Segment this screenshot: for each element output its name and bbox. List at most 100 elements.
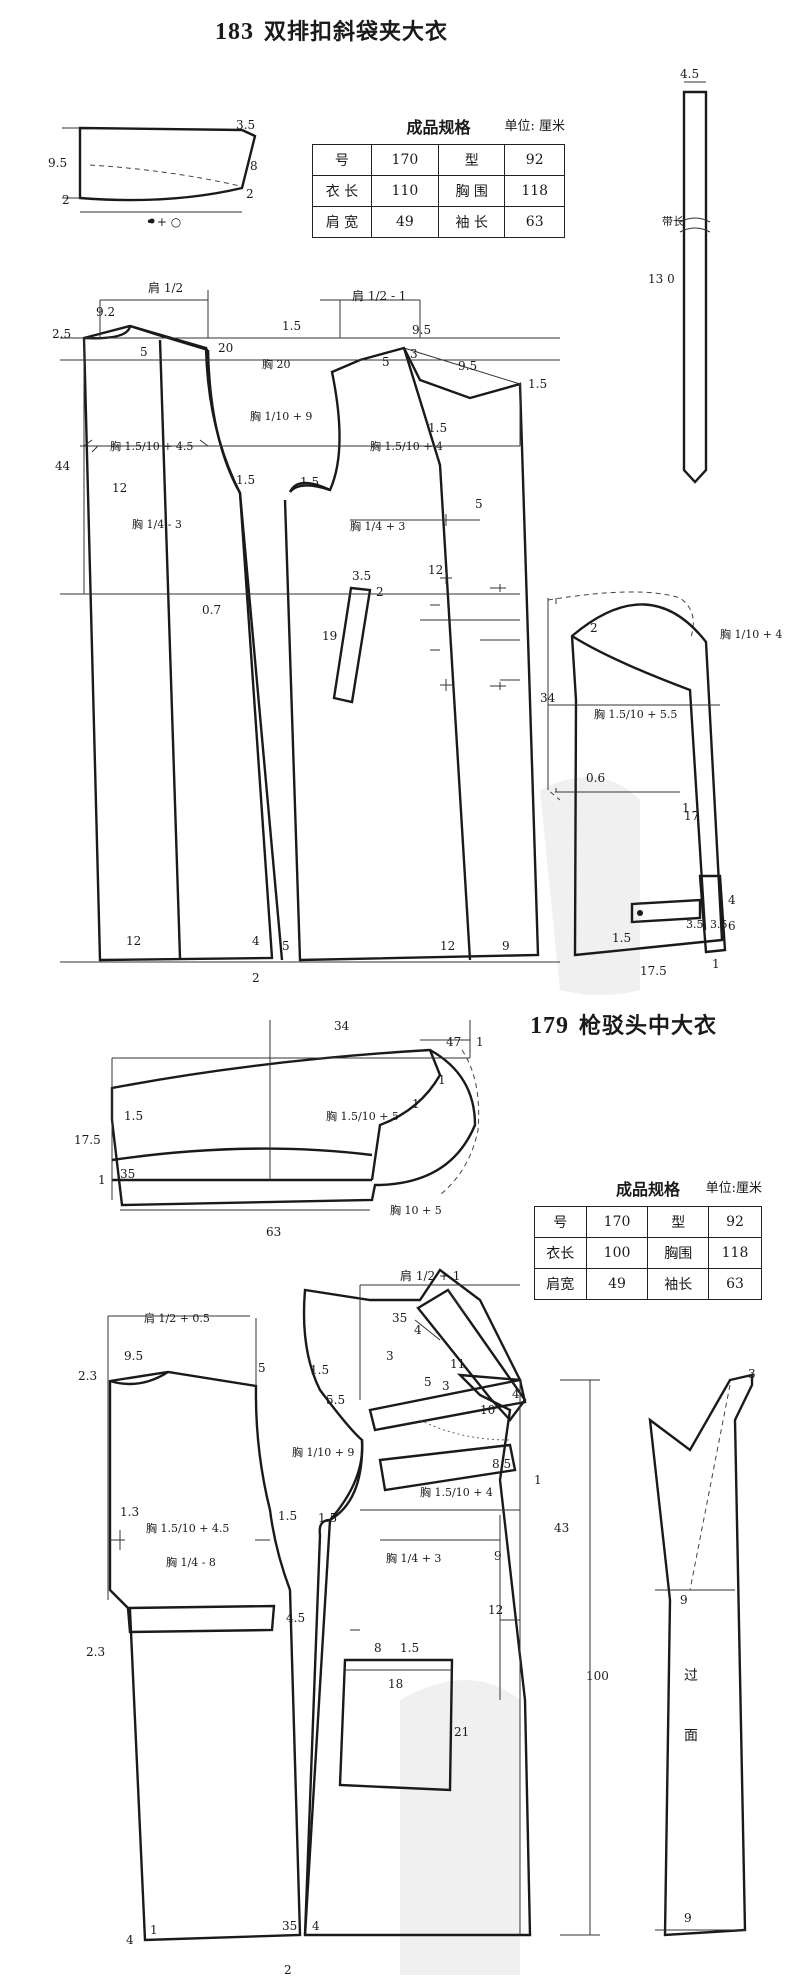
measure-label: 3 xyxy=(386,1349,394,1363)
measure-label: 3.5 xyxy=(236,118,255,132)
measure-label: 5 xyxy=(282,939,290,953)
measure-label: 1 xyxy=(438,1073,446,1087)
measure-label: 9.5 xyxy=(48,156,67,170)
measure-label: 2.5 xyxy=(52,327,71,341)
measure-label: 胸 1.5/10 + 5.5 xyxy=(594,707,677,721)
measure-label: 13 0 xyxy=(648,272,675,286)
measure-label: 4 xyxy=(126,1933,134,1947)
measure-label: 2 xyxy=(62,193,70,207)
measure-label: 胸 10 + 5 xyxy=(390,1203,442,1217)
measure-label: 63 xyxy=(266,1225,281,1239)
measure-label: 5 xyxy=(475,497,483,511)
measure-label: 2 xyxy=(252,971,260,985)
watermark xyxy=(400,777,640,1975)
measure-label: 3 xyxy=(442,1379,450,1393)
cell: 肩宽 xyxy=(534,1268,587,1300)
measure-label: 2.3 xyxy=(86,1645,105,1659)
measure-label: 10 xyxy=(480,1403,495,1417)
measure-label: 1 xyxy=(476,1035,484,1049)
measure-label: 17 xyxy=(684,809,699,823)
measure-label: 4 xyxy=(312,1919,320,1933)
measure-label: 0.7 xyxy=(202,603,221,617)
measure-label: 9 xyxy=(680,1593,688,1607)
pattern-183-name: 双排扣斜袋夹大衣 xyxy=(264,19,449,45)
measure-label: 3 xyxy=(410,347,418,361)
spec-caption-text: 成品规格 xyxy=(406,118,471,137)
measure-label: 1.5 xyxy=(528,377,547,391)
measure-label: 1 xyxy=(712,957,720,971)
measure-label: 4.5 xyxy=(680,67,699,81)
table-row: 肩 宽 49 袖 长 63 xyxy=(312,206,565,238)
measure-label: 21 xyxy=(454,1725,469,1739)
measure-label: 12 xyxy=(428,563,443,577)
pattern-179-title: 179 枪驳头中大衣 xyxy=(530,1008,717,1040)
measure-label: 过 xyxy=(684,1668,698,1684)
measure-label: 12 xyxy=(440,939,455,953)
measure-label: 6 xyxy=(728,919,736,933)
cell: 49 xyxy=(370,206,439,238)
measure-label: 44 xyxy=(55,459,71,473)
measure-label: 肩 1/2 - 1 xyxy=(352,288,406,303)
measure-label: 19 xyxy=(322,629,337,643)
table-row: 号 170 型 92 xyxy=(534,1206,762,1238)
body-block-183 xyxy=(60,290,560,963)
measure-label: 1.5 xyxy=(428,421,447,435)
cell: 63 xyxy=(504,206,565,238)
pattern-179-name: 枪驳头中大衣 xyxy=(579,1013,718,1039)
measure-label: 1.5 xyxy=(236,473,255,487)
measure-label: 胸 1/4 + 3 xyxy=(386,1551,441,1565)
measure-label: 4 xyxy=(728,893,736,907)
cell: 118 xyxy=(708,1237,762,1269)
spec-caption: 成品规格 单位: 厘米 xyxy=(312,114,565,138)
pattern-179-number: 179 xyxy=(530,1013,569,1039)
cell: 49 xyxy=(585,1268,649,1300)
measure-label: 3 xyxy=(748,1367,756,1381)
measure-label: 12 xyxy=(126,934,141,948)
cell: 92 xyxy=(504,144,565,176)
cell: 衣 长 xyxy=(312,175,372,207)
measure-label: 3.5 xyxy=(686,918,704,931)
measure-label: 4 xyxy=(252,934,260,948)
spec-table-183: 成品规格 单位: 厘米 号 170 型 92 衣 长 110 胸 围 118 肩… xyxy=(312,114,565,238)
measure-label: 1 xyxy=(98,1173,106,1187)
measure-label: 胸 1/10 + 4 xyxy=(720,627,782,641)
cell: 袖 长 xyxy=(437,206,506,238)
cell: 63 xyxy=(708,1268,762,1300)
measure-label: 1.5 xyxy=(400,1641,419,1655)
cell: 衣长 xyxy=(534,1237,587,1269)
measure-label: 面 xyxy=(684,1728,698,1744)
measure-label: 11 xyxy=(450,1357,465,1371)
cell: 肩 宽 xyxy=(312,206,372,238)
measure-label: 2.3 xyxy=(78,1369,97,1383)
measure-label: 胸 1/10 + 9 xyxy=(250,409,312,423)
spec-unit: 单位:厘米 xyxy=(705,1181,762,1196)
spec-table-179: 成品规格 单位:厘米 号 170 型 92 衣长 100 胸围 118 肩宽 4… xyxy=(534,1176,762,1300)
belt-piece-183 xyxy=(679,81,711,484)
spec-caption-text: 成品规格 xyxy=(615,1180,680,1199)
measure-label: 胸 1.5/10 + 4 xyxy=(370,439,443,453)
measure-label: 8.5 xyxy=(492,1457,511,1471)
measure-label: 5 xyxy=(140,345,148,359)
measure-label: 35 xyxy=(392,1311,407,1325)
measure-label: 8 xyxy=(250,159,258,173)
measure-label: 0.6 xyxy=(586,771,605,785)
measure-label: 1.5 xyxy=(612,931,631,945)
measure-label: 2 xyxy=(376,585,384,599)
measure-label: 3.5 xyxy=(352,569,371,583)
measure-label: 胸 1.5/10 + 4 xyxy=(420,1485,493,1499)
measure-label: 1.5 xyxy=(300,475,319,489)
measure-label: 1 xyxy=(150,1923,158,1937)
measure-label: 12 xyxy=(112,481,127,495)
labels-183: 3.5 9.5 8 2 2 • + ○ 4.5 带长 13 0 肩 1/2 9.… xyxy=(48,67,782,985)
measure-label: 4 xyxy=(414,1323,422,1337)
measure-label: 5 xyxy=(258,1361,266,1375)
cell: 118 xyxy=(504,175,565,207)
measure-label: 9.5 xyxy=(412,323,431,337)
cell: 胸围 xyxy=(647,1237,710,1269)
measure-label: 1.5 xyxy=(124,1109,143,1123)
measure-label: 2 xyxy=(284,1963,292,1977)
sleeve-piece-179 xyxy=(110,1020,480,1211)
measure-label: 100 xyxy=(586,1669,609,1683)
spec-unit: 单位: 厘米 xyxy=(504,119,565,134)
